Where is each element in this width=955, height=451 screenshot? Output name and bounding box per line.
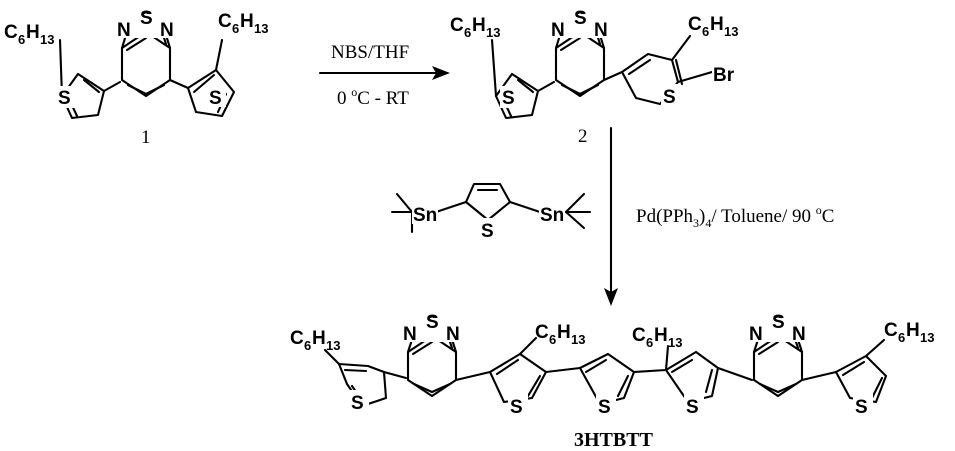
svg-text:13: 13	[254, 21, 268, 36]
nitrogen-atom: N	[551, 20, 565, 41]
step1-temp-suffix: C - RT	[357, 88, 409, 109]
sulfur-atom: S	[481, 221, 494, 242]
sulfur-atom: S	[663, 87, 676, 108]
compound-2: S S N S N Br C 6 H 13 C 6 H 13 2	[450, 8, 742, 147]
degree-symbol: o	[816, 203, 822, 217]
reaction-arrow-step2: Pd(PPh3)4/ Toluene/ 90 oC	[604, 126, 834, 306]
svg-text:13: 13	[486, 25, 500, 40]
svg-text:6: 6	[464, 25, 471, 40]
step2-conditions: Pd(PPh3)4/ Toluene/ 90 oC	[636, 203, 834, 230]
hexyl-group: C 6 H 13	[218, 11, 268, 36]
nitrogen-atom: N	[749, 324, 763, 345]
sulfur-atom: S	[772, 312, 785, 333]
svg-text:6: 6	[18, 32, 25, 47]
svg-text:C: C	[535, 322, 549, 343]
tin-atom: Sn	[540, 205, 564, 226]
reaction-arrow-step1: NBS/THF 0 oC - RT	[318, 42, 450, 109]
hexyl-group: C 6 H 13	[450, 15, 500, 40]
svg-text:13: 13	[571, 332, 585, 347]
step1-reagent: NBS/THF	[331, 42, 409, 63]
compound-1-label: 1	[141, 127, 151, 148]
step1-temp-prefix: 0	[337, 88, 351, 109]
svg-text:C: C	[290, 328, 304, 349]
svg-text:C: C	[632, 325, 646, 346]
nitrogen-atom: N	[160, 20, 174, 41]
sulfur-atom: S	[426, 312, 439, 333]
svg-text:6: 6	[304, 338, 311, 353]
hexyl-group: C 6 H 13	[290, 328, 340, 353]
svg-text:C: C	[450, 15, 464, 36]
svg-text:C: C	[4, 22, 18, 43]
sulfur-atom: S	[351, 393, 364, 414]
sulfur-atom: S	[209, 88, 222, 109]
svg-text:6: 6	[702, 24, 709, 39]
sulfur-atom: S	[510, 397, 523, 418]
sulfur-atom: S	[855, 397, 868, 418]
svg-text:C: C	[884, 320, 898, 341]
svg-text:6: 6	[232, 21, 239, 36]
svg-text:13: 13	[724, 24, 738, 39]
hexyl-group: C 6 H 13	[884, 320, 934, 345]
svg-text:H: H	[557, 322, 571, 343]
sulfur-atom: S	[598, 397, 611, 418]
svg-text:6: 6	[549, 332, 556, 347]
sulfur-atom: S	[686, 397, 699, 418]
hexyl-group: C 6 H 13	[632, 325, 682, 350]
hexyl-group: C 6 H 13	[535, 322, 585, 347]
degree-symbol: o	[351, 85, 357, 99]
sulfur-atom: S	[574, 8, 587, 29]
tin-atom: Sn	[413, 205, 437, 226]
nitrogen-atom: N	[446, 324, 460, 345]
hexyl-group: C 6 H 13	[4, 22, 54, 47]
svg-text:13: 13	[40, 32, 54, 47]
svg-text:13: 13	[920, 330, 934, 345]
svg-text:H: H	[26, 22, 40, 43]
product-label: 3HTBTT	[574, 429, 654, 451]
svg-text:C: C	[218, 11, 232, 32]
svg-text:C: C	[688, 14, 702, 35]
svg-text:H: H	[472, 15, 486, 36]
svg-text:H: H	[240, 11, 254, 32]
bis-trimethylstannyl-thiophene: Sn Sn S	[390, 182, 592, 242]
step1-conditions: 0 oC - RT	[337, 85, 409, 109]
nitrogen-atom: N	[403, 324, 417, 345]
hexyl-group: C 6 H 13	[688, 14, 738, 39]
svg-text:H: H	[906, 320, 920, 341]
sulfur-atom: S	[58, 88, 71, 109]
compound-1: S S N S N C 6 H 13 C 6 H 13 1	[4, 8, 268, 148]
svg-text:6: 6	[646, 335, 653, 350]
svg-text:13: 13	[668, 335, 682, 350]
product-3htbtt: S S S S S N S N N S N C 6 H 13 C 6 H 13 …	[290, 312, 934, 451]
svg-text:H: H	[654, 325, 668, 346]
sulfur-atom: S	[140, 8, 153, 29]
compound-2-label: 2	[578, 126, 588, 147]
svg-text:6: 6	[898, 330, 905, 345]
svg-text:13: 13	[326, 338, 340, 353]
nitrogen-atom: N	[594, 20, 608, 41]
nitrogen-atom: N	[792, 324, 806, 345]
sulfur-atom: S	[502, 88, 515, 109]
bromine-atom: Br	[713, 65, 735, 86]
svg-text:H: H	[710, 14, 724, 35]
nitrogen-atom: N	[117, 20, 131, 41]
svg-text:H: H	[312, 328, 326, 349]
